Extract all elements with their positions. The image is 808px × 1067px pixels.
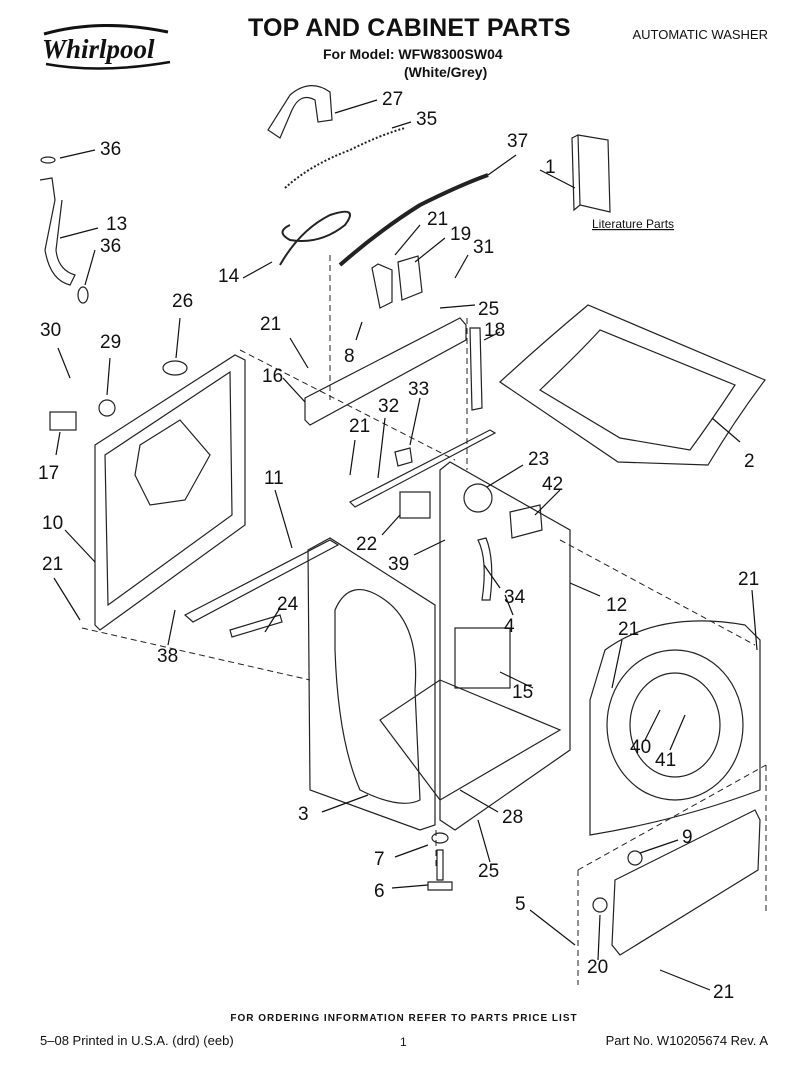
part-26 [162,360,188,376]
callout-8: 8 [344,346,355,367]
top-2 [499,304,766,466]
callout-40: 40 [630,737,651,758]
callout-25: 25 [478,299,499,320]
callout-21: 21 [349,416,370,437]
rail-11 [183,539,340,623]
callout-39: 39 [388,554,409,575]
part-23 [463,483,493,513]
callout-21: 21 [260,314,281,335]
callout-36: 36 [100,139,121,160]
callout-35: 35 [416,109,437,130]
side-panel-3 [307,537,436,831]
part-29 [98,399,116,417]
callout-26: 26 [172,291,193,312]
part-number: Part No. W10205674 Rev. A [605,1033,768,1048]
callout-15: 15 [512,682,533,703]
nut-7 [431,832,449,844]
rear-rail-16 [304,317,467,426]
toe-panel-5 [611,809,761,956]
callout-19: 19 [450,224,471,245]
callout-23: 23 [528,449,549,470]
callout-21: 21 [427,209,448,230]
rear-panel-10 [94,354,246,631]
part-9 [627,850,643,866]
bracket-8 [371,263,393,309]
print-info: 5–08 Printed in U.S.A. (drd) (eeb) [40,1033,234,1048]
callout-14: 14 [218,266,240,287]
callout-25: 25 [478,861,499,882]
callout-6: 6 [374,881,385,902]
part-42 [509,504,543,539]
callout-41: 41 [655,750,676,771]
callout-4: 4 [504,616,515,637]
module-15 [454,627,511,689]
cord-35 [284,127,406,189]
part-12 [229,614,283,638]
callout-10: 10 [42,513,63,534]
leg-6 [427,849,453,891]
literature-parts-label: Literature Parts [592,217,674,231]
bracket-27 [267,85,333,139]
svg-text:Whirlpool: Whirlpool [42,34,155,64]
callout-27: 27 [382,89,403,110]
callout-33: 33 [408,379,429,400]
callout-11: 11 [264,468,284,489]
callout-21: 21 [618,619,639,640]
product-type: AUTOMATIC WASHER [632,27,768,42]
callout-22: 22 [356,534,377,555]
color-line: (White/Grey) [404,64,488,80]
rail-32 [348,429,497,508]
callout-21: 21 [42,554,63,575]
clip-33 [394,447,413,467]
harness-37 [338,173,489,267]
part-20 [592,897,608,913]
whirlpool-logo: Whirlpool [40,24,175,72]
callout-7: 7 [374,849,385,870]
callout-24: 24 [277,594,299,615]
washer-36b [77,286,89,304]
front-panel-4 [589,620,761,836]
callout-9: 9 [682,827,693,848]
model-line: For Model: WFW8300SW04 [323,46,503,62]
callout-31: 31 [473,237,494,258]
callout-38: 38 [157,646,178,667]
bracket-17 [49,411,77,431]
page-number: 1 [400,1035,407,1049]
washer-36 [40,156,56,164]
callout-29: 29 [100,332,121,353]
rear-panel-cross [134,419,211,506]
part-22 [399,491,431,519]
callout-32: 32 [378,396,399,417]
callout-36: 36 [100,236,121,257]
callout-17: 17 [38,463,59,484]
literature-1 [571,134,611,213]
bracket-19 [397,255,423,301]
callout-28: 28 [502,807,523,828]
callout-12: 12 [606,595,627,616]
callout-42: 42 [542,474,563,495]
hose-13 [39,177,76,286]
callout-37: 37 [507,131,528,152]
hose-18 [469,327,483,411]
ordering-note: FOR ORDERING INFORMATION REFER TO PARTS … [230,1013,578,1024]
callout-21: 21 [738,569,759,590]
callout-5: 5 [515,894,526,915]
callout-1: 1 [545,157,556,178]
callout-16: 16 [262,366,283,387]
callout-3: 3 [298,804,309,825]
cabinet-frame [439,461,571,831]
callout-13: 13 [106,214,127,235]
callout-30: 30 [40,320,61,341]
callout-20: 20 [587,957,608,978]
part-34 [477,537,493,601]
callout-34: 34 [504,587,526,608]
callout-2: 2 [744,451,755,472]
callout-18: 18 [484,320,505,341]
harness-14 [279,210,351,266]
callout-21: 21 [713,982,734,1003]
page-title: TOP AND CABINET PARTS [248,14,571,42]
